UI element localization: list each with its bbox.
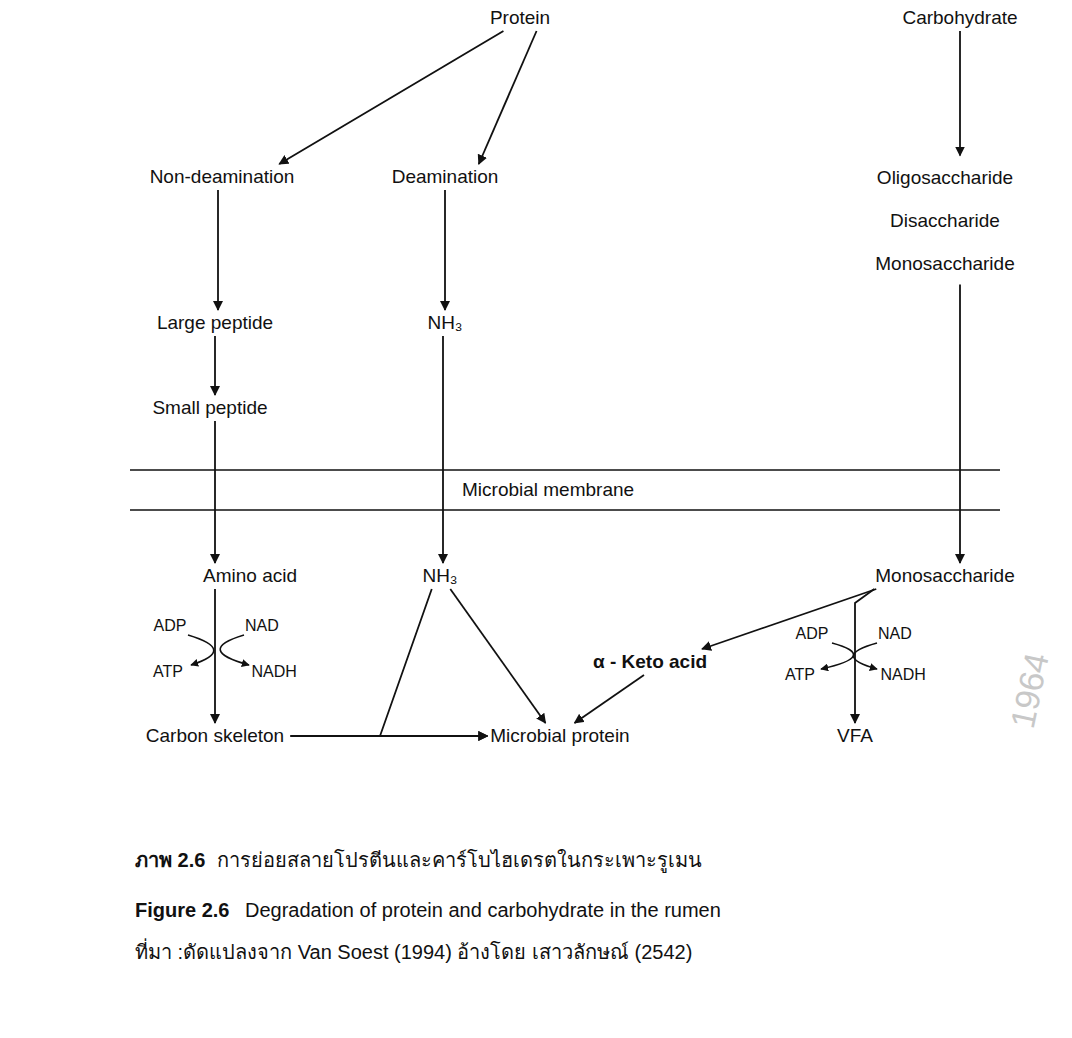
node-text: NH₃ bbox=[427, 312, 462, 334]
flow-node: Deamination bbox=[389, 164, 502, 190]
node-text: Monosaccharide bbox=[875, 242, 1014, 285]
node-text: Non-deamination bbox=[150, 166, 295, 188]
flow-arrow bbox=[217, 190, 219, 310]
cofactor-label: ADP bbox=[796, 625, 829, 643]
flow-arrow bbox=[214, 421, 216, 563]
cofactor-label: NAD bbox=[245, 617, 279, 635]
node-text: Large peptide bbox=[157, 312, 273, 334]
flow-arrow bbox=[855, 589, 874, 723]
caption-text: Degradation of protein and carbohydrate … bbox=[245, 899, 721, 922]
flow-node: Non-deamination bbox=[147, 164, 298, 190]
flow-arrow bbox=[959, 285, 961, 564]
node-text: Small peptide bbox=[152, 397, 267, 419]
caption-text: Figure 2.6 bbox=[135, 899, 229, 922]
flow-node: Monosaccharide bbox=[872, 563, 1017, 589]
node-text: Microbial protein bbox=[490, 725, 629, 747]
flow-node: Carbohydrate bbox=[899, 5, 1020, 31]
node-text: Oligosaccharide bbox=[875, 156, 1014, 199]
flow-arrow bbox=[444, 190, 446, 310]
node-text: Carbon skeleton bbox=[146, 725, 284, 747]
caption-text: ที่มา :ดัดแปลงจาก Van Soest (1994) อ้างโ… bbox=[135, 936, 692, 968]
cofactor-label: ATP bbox=[153, 663, 183, 681]
flow-arrow bbox=[214, 589, 216, 723]
cofactor-label: ADP bbox=[154, 617, 187, 635]
membrane-line bbox=[130, 469, 1000, 470]
flow-node: Carbon skeleton bbox=[143, 723, 287, 749]
flow-arrow bbox=[290, 735, 487, 737]
flow-arrow bbox=[959, 31, 961, 156]
flow-arrow bbox=[479, 31, 537, 164]
flow-node: VFA bbox=[834, 723, 876, 749]
node-text: Deamination bbox=[392, 166, 499, 188]
membrane-line bbox=[130, 509, 1000, 510]
node-text: Amino acid bbox=[203, 565, 297, 587]
flow-node: Protein bbox=[487, 5, 553, 31]
caption-text: ภาพ 2.6 bbox=[135, 844, 205, 876]
watermark: 1964 bbox=[1003, 649, 1057, 731]
node-text: NH₃ bbox=[422, 565, 457, 587]
cofactor-label: NAD bbox=[878, 625, 912, 643]
caption-text: การย่อยสลายโปรตีนและคาร์โบไฮเดรตในกระเพา… bbox=[217, 844, 702, 876]
flow-node: Microbial protein bbox=[487, 723, 632, 749]
flow-arrow bbox=[450, 589, 545, 723]
flow-arrow bbox=[279, 31, 503, 164]
flow-node: Amino acid bbox=[200, 563, 300, 589]
cofactor-arrow bbox=[854, 643, 878, 669]
cofactor-arrow bbox=[188, 635, 214, 665]
membrane-label: Microbial membrane bbox=[462, 479, 634, 501]
flow-arrow bbox=[214, 336, 216, 395]
node-text: VFA bbox=[837, 725, 873, 747]
cofactor-label: NADH bbox=[881, 666, 926, 684]
flow-node: Small peptide bbox=[149, 395, 270, 421]
flow-arrow bbox=[380, 589, 487, 736]
flow-node: OligosaccharideDisaccharideMonosaccharid… bbox=[872, 156, 1017, 285]
node-text: α - Keto acid bbox=[593, 651, 707, 673]
cofactor-label: ATP bbox=[785, 666, 815, 684]
cofactor-label: NADH bbox=[252, 663, 297, 681]
node-text: Disaccharide bbox=[875, 199, 1014, 242]
flow-arrow bbox=[702, 589, 876, 649]
flow-node: NH₃ bbox=[419, 563, 460, 589]
node-text: Protein bbox=[490, 7, 550, 29]
cofactor-arrow bbox=[821, 643, 854, 669]
node-text: Carbohydrate bbox=[902, 7, 1017, 29]
flow-arrow bbox=[442, 336, 444, 563]
flow-node: α - Keto acid bbox=[590, 649, 710, 675]
flow-node: NH₃ bbox=[424, 310, 465, 336]
flow-arrow bbox=[575, 675, 644, 723]
node-text: Monosaccharide bbox=[875, 565, 1014, 587]
flow-node: Large peptide bbox=[154, 310, 276, 336]
cofactor-arrow bbox=[220, 635, 249, 665]
